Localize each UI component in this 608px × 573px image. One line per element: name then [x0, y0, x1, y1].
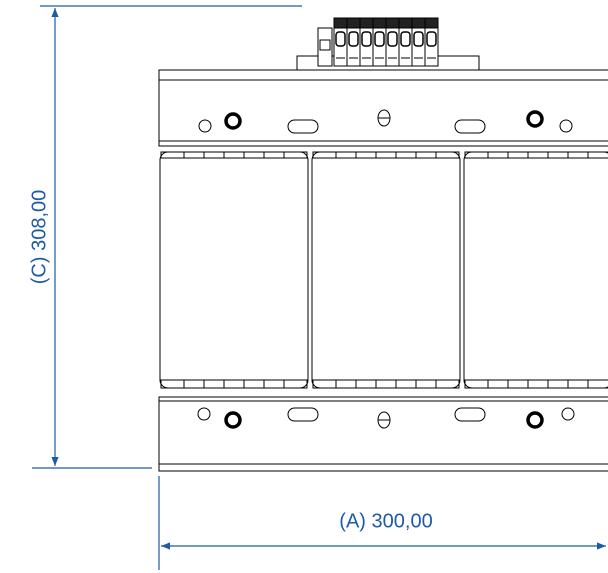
coil-right: [463, 151, 608, 389]
terminal: [398, 17, 413, 67]
terminal-block: [296, 17, 480, 71]
upper-clamp-frame: [158, 69, 608, 147]
coil-center: [311, 151, 461, 389]
terminal: [372, 17, 387, 67]
terminal: [411, 17, 426, 67]
lamination-band: [464, 379, 608, 389]
coil-assembly: [159, 151, 608, 389]
bolt-hole: [224, 411, 242, 429]
lower-clamp-frame: [158, 396, 608, 472]
mounting-hole: [197, 407, 211, 421]
width-dimension: [158, 476, 606, 570]
bolt-hole: [526, 110, 544, 128]
terminal: [346, 17, 361, 67]
lamination-band: [312, 379, 460, 389]
terminal: [359, 17, 374, 67]
lamination-band: [312, 151, 460, 159]
slot-hole: [454, 407, 486, 422]
lamination-bands: [160, 151, 608, 389]
coil-left: [159, 151, 309, 389]
lamination-band: [160, 379, 308, 389]
height-dimension-label: (C) 308,00: [28, 190, 50, 285]
mounting-hole: [559, 119, 573, 133]
lamination-band: [464, 151, 608, 159]
mounting-hole: [561, 407, 575, 421]
terminal: [333, 17, 348, 67]
terminal-strip: [333, 17, 439, 67]
slot-hole: [287, 119, 319, 134]
terminal: [385, 17, 400, 67]
height-dimension: [32, 5, 302, 469]
terminal: [424, 17, 439, 67]
terminal-end-screw: [319, 39, 331, 51]
width-dimension-label: (A) 300,00: [339, 510, 432, 532]
lamination-band: [160, 151, 308, 159]
bolt-hole: [526, 411, 544, 429]
mounting-hole: [198, 119, 212, 133]
slot-hole: [287, 407, 319, 422]
slot-hole: [454, 119, 486, 134]
bolt-hole: [224, 112, 242, 130]
